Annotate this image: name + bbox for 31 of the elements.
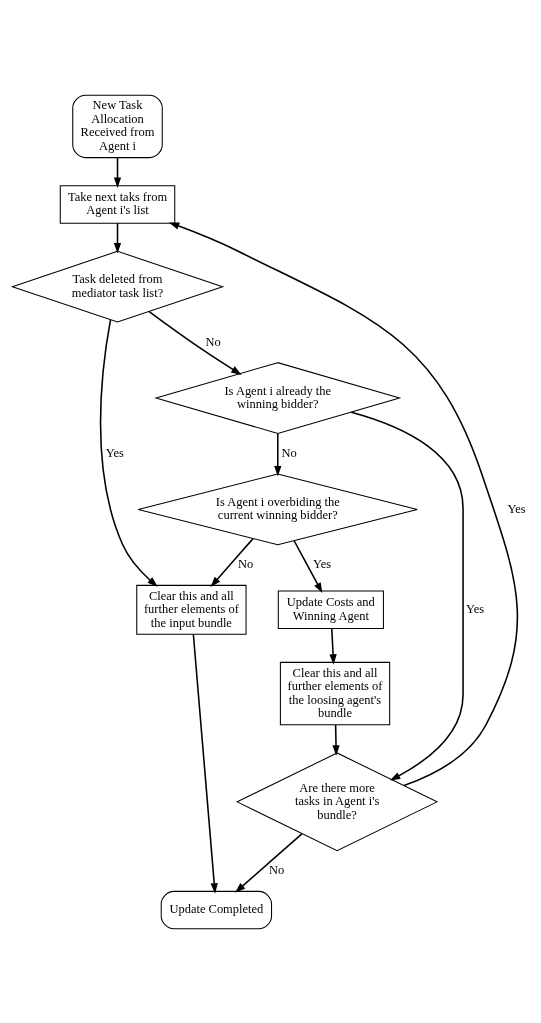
edge-label: No <box>269 862 285 877</box>
arrow <box>192 633 218 894</box>
node-box: Update Completed <box>160 890 273 929</box>
node-diamond: Is Agent i already the winning bidder? <box>154 361 402 434</box>
node-box: Take next taks from Agent i's list <box>59 184 176 224</box>
arrow <box>350 410 464 781</box>
arrow <box>235 832 303 893</box>
node-box: New Task Allocation Received from Agent i <box>72 94 163 158</box>
arrow <box>99 318 158 587</box>
node-diamond: Task deleted from mediator task list? <box>10 250 225 323</box>
arrow <box>113 222 122 253</box>
edge-label: No <box>205 334 221 349</box>
node-box: Clear this and all further elements of the loosing agent's bundle <box>279 661 391 725</box>
arrow <box>274 432 282 476</box>
edge-label: Yes <box>507 501 526 516</box>
arrow <box>148 310 242 375</box>
node-box: Update Costs and Winning Agent <box>277 590 384 629</box>
edge-label: Yes <box>312 556 332 571</box>
arrow <box>329 627 337 665</box>
edge-label: No <box>237 556 254 571</box>
node-diamond: Are there more tasks in Agent i's bundle? <box>236 751 439 851</box>
arrow <box>293 539 323 593</box>
arrow <box>113 156 122 188</box>
edge-label: No <box>281 445 297 460</box>
arrow <box>332 723 340 756</box>
arrow <box>168 221 519 786</box>
arrow <box>210 537 254 587</box>
node-box: Clear this and all further elements of the input bundle <box>136 584 247 635</box>
node-diamond: Is Agent i overbiding the current winning bidder? <box>137 472 418 545</box>
edge-label: Yes <box>465 601 485 616</box>
edge-label: Yes <box>105 445 124 460</box>
